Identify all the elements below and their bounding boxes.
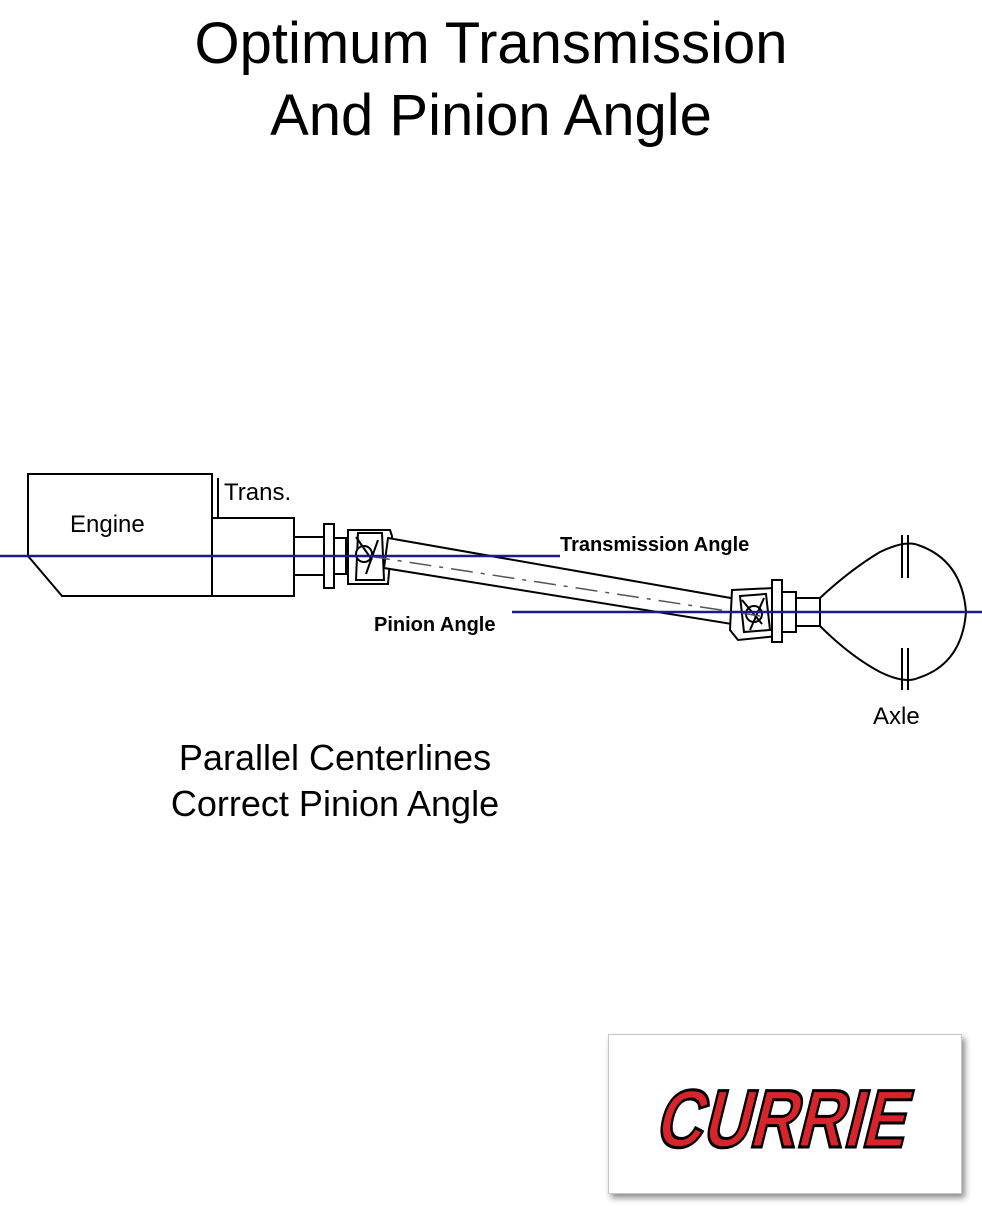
logo-text: CURRIE [649, 1073, 922, 1165]
page-title: Optimum Transmission And Pinion Angle [0, 8, 982, 152]
pinion-angle-label: Pinion Angle [374, 614, 495, 636]
caption-line-2: Correct Pinion Angle [170, 783, 500, 824]
caption-line-1: Parallel Centerlines [178, 737, 492, 778]
driveshaft-centerline [367, 555, 761, 617]
engine-label: Engine [70, 511, 145, 538]
rear-u-joint [728, 586, 780, 642]
engine-block [27, 473, 213, 597]
trans-label: Trans. [224, 479, 291, 506]
title-line-2: And Pinion Angle [270, 83, 712, 148]
transmission-angle-label: Transmission Angle [560, 534, 749, 556]
title-line-1: Optimum Transmission [194, 11, 788, 76]
caption: Parallel Centerlines Correct Pinion Angl… [150, 735, 520, 827]
currie-logo: CURRIE [608, 1034, 962, 1194]
currie-logo-mark: CURRIE [648, 1072, 924, 1167]
axle-label: Axle [873, 703, 920, 730]
